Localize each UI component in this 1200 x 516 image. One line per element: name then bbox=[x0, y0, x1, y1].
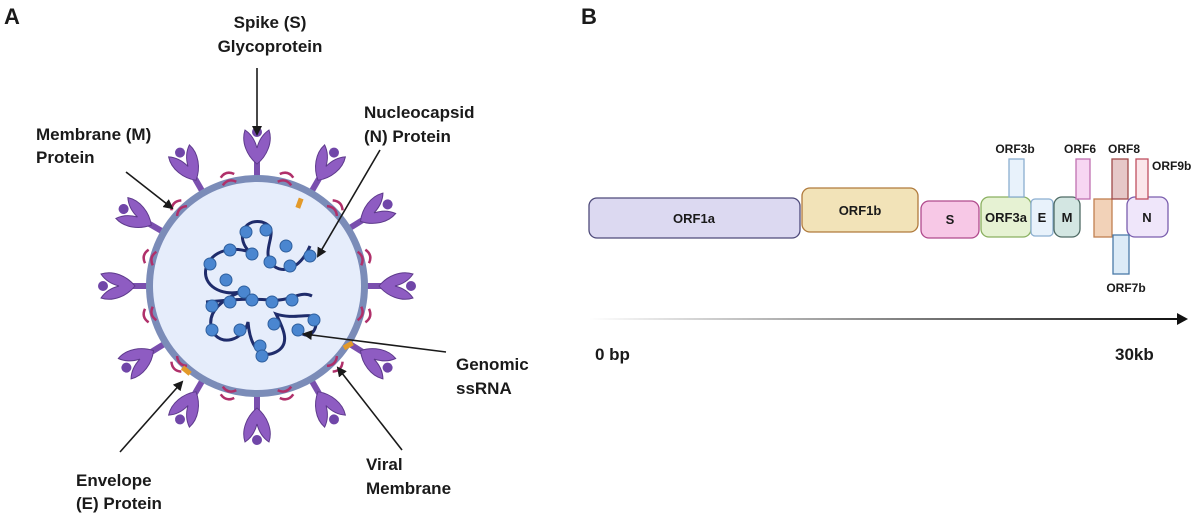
nucleocapsid-bead-7 bbox=[245, 247, 259, 261]
gene-orf6 bbox=[1075, 158, 1091, 200]
nucleocapsid-bead-15 bbox=[265, 295, 279, 309]
nucleocapsid-label-line2: (N) Protein bbox=[364, 127, 451, 146]
gene-orf7b-label: ORF7b bbox=[1106, 281, 1145, 295]
spike-label-line2: Glycoprotein bbox=[218, 37, 323, 56]
axis-start-label: 0 bp bbox=[595, 345, 630, 364]
nucleocapsid-bead-21 bbox=[291, 323, 305, 337]
gene-s bbox=[920, 200, 980, 239]
nucleocapsid-bead-1 bbox=[239, 225, 253, 239]
nucleocapsid-proteins bbox=[203, 223, 321, 363]
panel-label-a: A bbox=[4, 4, 20, 29]
membrane-label-line2: Protein bbox=[36, 148, 95, 167]
gene-orf1a bbox=[588, 197, 801, 239]
axis-end-label: 30kb bbox=[1115, 345, 1154, 364]
genomic-arrow bbox=[302, 330, 447, 353]
gene-orf9b-label: ORF9b bbox=[1152, 159, 1191, 173]
viral-membrane-label-line2: Membrane bbox=[366, 479, 451, 498]
nucleocapsid-bead-22 bbox=[307, 313, 321, 327]
virion-diagram bbox=[97, 126, 417, 446]
gene-orf8-label: ORF8 bbox=[1108, 142, 1140, 156]
gene-e-label: E bbox=[1038, 210, 1047, 225]
envelope-protein-1 bbox=[295, 197, 304, 209]
spike-label-line1: Spike (S) bbox=[234, 13, 307, 32]
spike-1 bbox=[243, 126, 271, 177]
spike-10 bbox=[97, 272, 148, 300]
envelope-protein-3 bbox=[180, 365, 192, 376]
nucleocapsid-bead-17 bbox=[205, 323, 219, 337]
spike-4 bbox=[366, 272, 417, 300]
nucleocapsid-bead-16 bbox=[285, 293, 299, 307]
gene-orf3b-label: ORF3b bbox=[995, 142, 1034, 156]
nucleocapsid-bead-9 bbox=[203, 257, 217, 271]
gene-orf7b bbox=[1112, 234, 1130, 275]
genomic-label-line2: ssRNA bbox=[456, 379, 512, 398]
membrane-arrow bbox=[125, 171, 174, 210]
gene-s-label: S bbox=[946, 212, 955, 227]
nucleocapsid-bead-14 bbox=[245, 293, 259, 307]
gene-orf1b-label: ORF1b bbox=[839, 203, 882, 218]
envelope-label-line1: Envelope bbox=[76, 471, 152, 490]
gene-orf8 bbox=[1111, 158, 1129, 200]
nucleocapsid-bead-18 bbox=[233, 323, 247, 337]
genome-axis-arrowhead bbox=[1177, 313, 1188, 325]
gene-m bbox=[1053, 196, 1081, 238]
nucleocapsid-bead-5 bbox=[283, 259, 297, 273]
nucleocapsid-bead-4 bbox=[303, 249, 317, 263]
panel-label-b: B bbox=[581, 4, 597, 29]
nucleocapsid-bead-8 bbox=[223, 243, 237, 257]
nucleocapsid-bead-11 bbox=[237, 285, 251, 299]
nucleocapsid-bead-23 bbox=[255, 349, 269, 363]
gene-n-label: N bbox=[1142, 210, 1151, 225]
gene-orf6-label: ORF6 bbox=[1064, 142, 1096, 156]
viral-membrane-label-line1: Viral bbox=[366, 455, 403, 474]
nucleocapsid-bead-10 bbox=[219, 273, 233, 287]
genome-map: ORF1a ORF1b S ORF3a E M N ORF3b ORF6 ORF… bbox=[588, 142, 1191, 364]
envelope-protein-2 bbox=[342, 340, 354, 351]
envelope-label-line2: (E) Protein bbox=[76, 494, 162, 513]
nucleocapsid-bead-13 bbox=[223, 295, 237, 309]
gene-e bbox=[1030, 198, 1054, 237]
gene-orf7a bbox=[1093, 198, 1113, 238]
nucleocapsid-bead-2 bbox=[259, 223, 273, 237]
membrane-label-line1: Membrane (M) bbox=[36, 125, 151, 144]
gene-m-label: M bbox=[1062, 210, 1073, 225]
viral-membrane-arrow bbox=[336, 366, 403, 451]
envelope-arrow bbox=[119, 380, 184, 453]
nucleocapsid-arrow bbox=[316, 149, 381, 258]
gene-orf1a-label: ORF1a bbox=[673, 211, 716, 226]
gene-orf3b bbox=[1008, 158, 1025, 198]
nucleocapsid-bead-12 bbox=[205, 299, 219, 313]
nucleocapsid-bead-20 bbox=[267, 317, 281, 331]
nucleocapsid-label-line1: Nucleocapsid bbox=[364, 103, 475, 122]
gene-orf3a-label: ORF3a bbox=[985, 210, 1028, 225]
gene-orf9b bbox=[1135, 158, 1149, 200]
nucleocapsid-bead-3 bbox=[279, 239, 293, 253]
gene-orf1b bbox=[801, 187, 919, 233]
genomic-label-line1: Genomic bbox=[456, 355, 529, 374]
spike-7 bbox=[243, 395, 271, 446]
genome-axis-line bbox=[589, 318, 1179, 320]
nucleocapsid-bead-6 bbox=[263, 255, 277, 269]
